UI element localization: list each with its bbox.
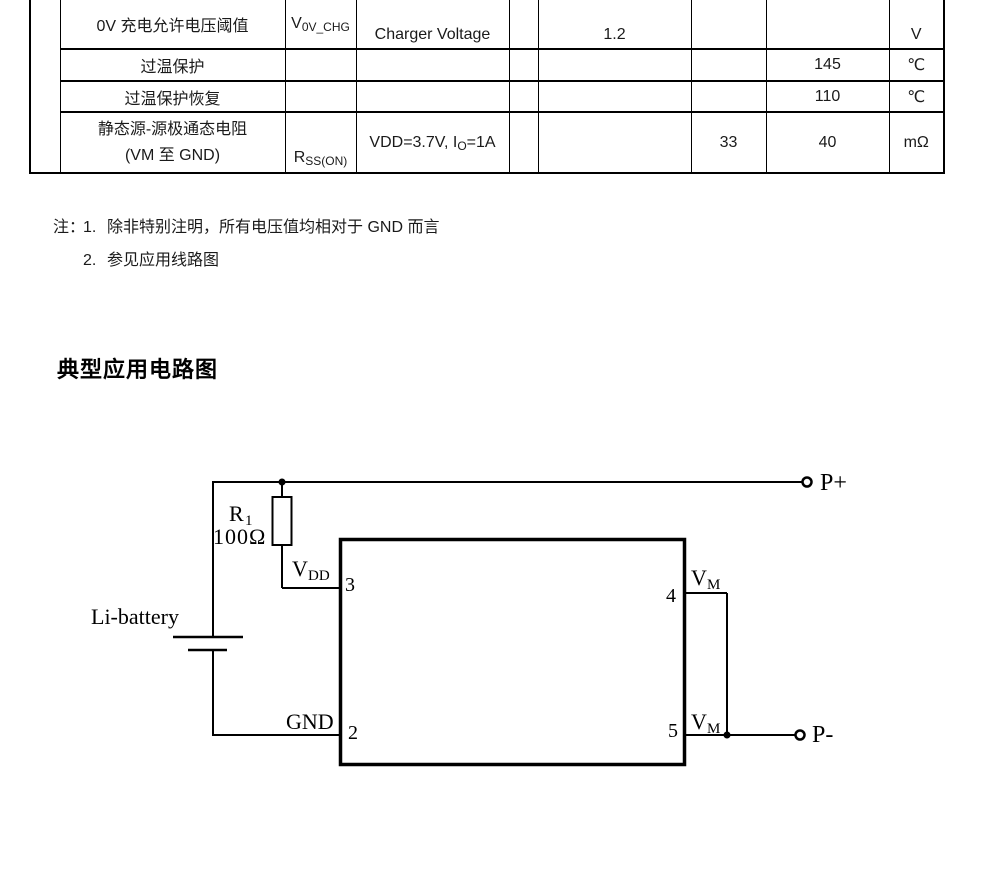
ic-body — [338, 537, 687, 767]
note-label — [53, 244, 83, 277]
spacer-cell — [508, 80, 539, 113]
param-line1: 静态源-源极通态电阻 — [97, 120, 248, 138]
spacer-cell — [508, 111, 539, 174]
symbol-subscript: 0V_CHG — [301, 20, 350, 34]
min-value-cell — [537, 80, 692, 113]
typ-value-cell — [690, 48, 767, 82]
vm-bottom-pin-label: V — [691, 709, 707, 734]
condition-cell — [355, 80, 510, 113]
min-value-cell: 1.2 — [537, 0, 692, 50]
p-minus-terminal-label: P- — [812, 722, 833, 748]
typ-value-cell — [690, 0, 767, 50]
junction-dot — [723, 731, 731, 739]
param-cell: 0V 充电允许电压阈值 — [59, 0, 286, 50]
symbol-cell — [284, 80, 357, 113]
table-row: 静态源-源极通态电阻 (VM 至 GND) RSS(ON) VDD=3.7V, … — [30, 111, 945, 174]
max-value-cell — [765, 0, 890, 50]
condition-cell: Charger Voltage — [355, 0, 510, 50]
max-value-cell: 40 — [765, 111, 890, 174]
unit-cell: ℃ — [888, 48, 945, 82]
left-gutter-cell — [29, 0, 61, 174]
param-cell: 过温保护 — [59, 48, 286, 82]
vm-bottom-pin-subscript: M — [707, 721, 720, 737]
condition-cell — [355, 48, 510, 82]
pin3-number: 3 — [345, 574, 355, 596]
spacer-cell — [508, 0, 539, 50]
table-row: 过温保护恢复 110 ℃ — [30, 80, 945, 113]
battery-label: Li-battery — [91, 604, 179, 629]
p-plus-terminal-label: P+ — [820, 470, 847, 496]
condition-cell: VDD=3.7V, IO=1A — [355, 111, 510, 174]
resistor-symbol — [271, 496, 293, 546]
electrical-characteristics-table: 0V 充电允许电压阈值 V0V_CHG Charger Voltage 1.2 … — [29, 0, 945, 174]
max-value-cell: 145 — [765, 48, 890, 82]
gnd-pin-label: GND — [286, 709, 334, 734]
spacer-cell — [508, 48, 539, 82]
pin5-number: 5 — [668, 720, 678, 742]
symbol-cell: RSS(ON) — [284, 111, 357, 174]
param-cell: 静态源-源极通态电阻 (VM 至 GND) — [59, 111, 286, 174]
vm-top-pin-subscript: M — [707, 577, 720, 593]
pin4-number: 4 — [666, 585, 676, 607]
resistor-ref-subscript: 1 — [245, 513, 253, 529]
symbol-cell: V0V_CHG — [284, 0, 357, 50]
note-label: 注： — [53, 219, 86, 236]
typ-value-cell: 33 — [690, 111, 767, 174]
min-value-cell — [537, 48, 692, 82]
terminal-circle-positive — [801, 476, 813, 488]
max-value-cell: 110 — [765, 80, 890, 113]
table-row: 0V 充电允许电压阈值 V0V_CHG Charger Voltage 1.2 … — [29, 0, 945, 174]
note-number: 1. — [83, 219, 97, 236]
note-line: 2. 参见应用线路图 — [53, 244, 753, 277]
application-circuit-diagram: R 1 100Ω Li-battery V DD 3 GND 2 V M 4 V… — [91, 470, 847, 767]
symbol-text: V — [291, 15, 302, 32]
symbol-text: R — [293, 149, 306, 166]
symbol-cell — [284, 48, 357, 82]
typ-value-cell — [690, 80, 767, 113]
condition-text: VDD=3.7V, I — [369, 133, 458, 151]
param-cell: 过温保护恢复 — [59, 80, 286, 113]
table-row: 过温保护 145 ℃ — [30, 48, 945, 82]
min-value-cell — [537, 111, 692, 174]
notes-block: 注： 1. 除非特别注明，所有电压值均相对于 GND 而言 2. 参见应用线路图 — [53, 211, 753, 277]
unit-cell: mΩ — [888, 111, 945, 174]
note-line: 注： 1. 除非特别注明，所有电压值均相对于 GND 而言 — [53, 211, 753, 244]
condition-subscript: O — [457, 138, 467, 153]
terminal-circle-negative — [794, 729, 806, 741]
vdd-pin-subscript: DD — [308, 568, 330, 584]
note-text: 参见应用线路图 — [107, 252, 220, 269]
resistor-value-label: 100Ω — [213, 524, 266, 549]
symbol-subscript: SS(ON) — [305, 154, 348, 168]
vdd-pin-label: V — [292, 556, 308, 581]
condition-text: =1A — [466, 133, 496, 151]
unit-cell: ℃ — [888, 80, 945, 113]
resistor-ref-label: R — [229, 501, 244, 526]
param-line2: (VM 至 GND) — [124, 146, 221, 164]
section-title: 典型应用电路图 — [57, 357, 219, 382]
pin2-number: 2 — [348, 722, 358, 744]
note-number: 2. — [83, 252, 97, 269]
junction-dot — [278, 478, 286, 486]
vm-top-pin-label: V — [691, 565, 707, 590]
note-text: 除非特别注明，所有电压值均相对于 GND 而言 — [107, 219, 440, 236]
unit-cell: V — [888, 0, 945, 50]
